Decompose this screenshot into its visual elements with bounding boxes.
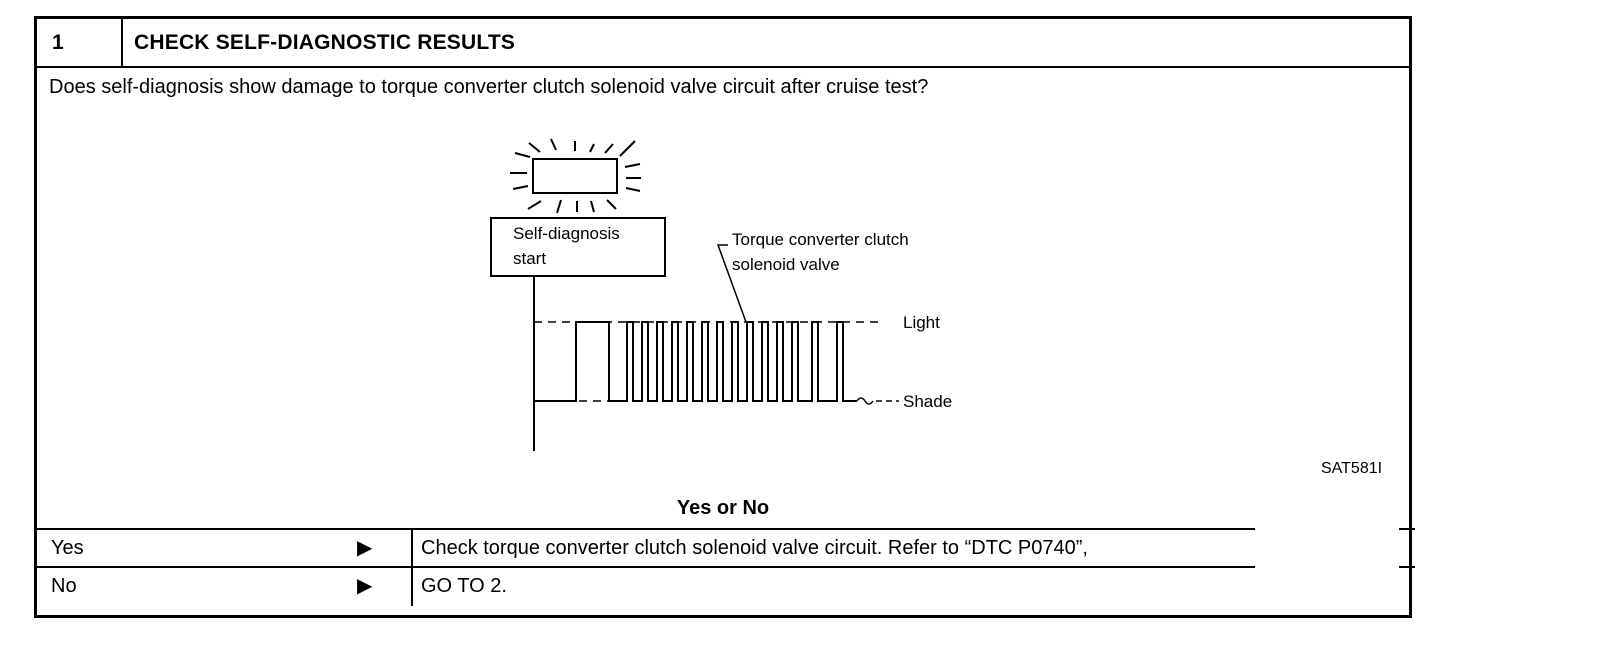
callout-line2: solenoid valve (732, 255, 840, 274)
answer-yes-label: Yes (51, 537, 84, 559)
waveform-break-mark (856, 397, 874, 405)
callout-leader-line (716, 244, 747, 323)
self-diagnosis-waveform-figure: Self-diagnosis start Light Shade Torque … (490, 138, 1382, 477)
start-label-line2: start (513, 249, 546, 268)
arrow-right-icon: ▶ (357, 537, 373, 559)
indicator-lamp-icon (510, 138, 641, 214)
step-number: 1 (37, 19, 123, 66)
decision-row-no: No ▶ GO TO 2. (37, 566, 1255, 606)
callout-line1: Torque converter clutch (732, 230, 909, 249)
diagnostic-question: Does self-diagnosis show damage to torqu… (49, 76, 929, 98)
column-divider (411, 530, 413, 568)
solenoid-signal-waveform (534, 321, 857, 402)
answer-yes-action: Check torque converter clutch solenoid v… (421, 537, 1088, 559)
step-title: CHECK SELF-DIAGNOSTIC RESULTS (134, 31, 516, 54)
answer-no-label: No (51, 575, 77, 597)
start-label-box (490, 217, 666, 277)
light-level-label: Light (903, 313, 940, 332)
start-label-line1: Self-diagnosis (513, 224, 620, 243)
answer-no-action: GO TO 2. (421, 575, 507, 597)
figure-code: SAT581I (1321, 460, 1382, 477)
decision-row-yes: Yes ▶ Check torque converter clutch sole… (37, 528, 1255, 568)
diagnostic-step-table: 1 CHECK SELF-DIAGNOSTIC RESULTS Does sel… (34, 16, 1415, 618)
shade-level-label: Shade (903, 392, 952, 411)
step-header: 1 CHECK SELF-DIAGNOSTIC RESULTS (37, 19, 1409, 68)
row-divider-stub (1399, 566, 1415, 568)
yes-or-no-heading: Yes or No (676, 497, 770, 519)
column-divider (411, 568, 413, 606)
row-divider-stub (1399, 528, 1415, 530)
arrow-right-icon: ▶ (357, 575, 373, 597)
